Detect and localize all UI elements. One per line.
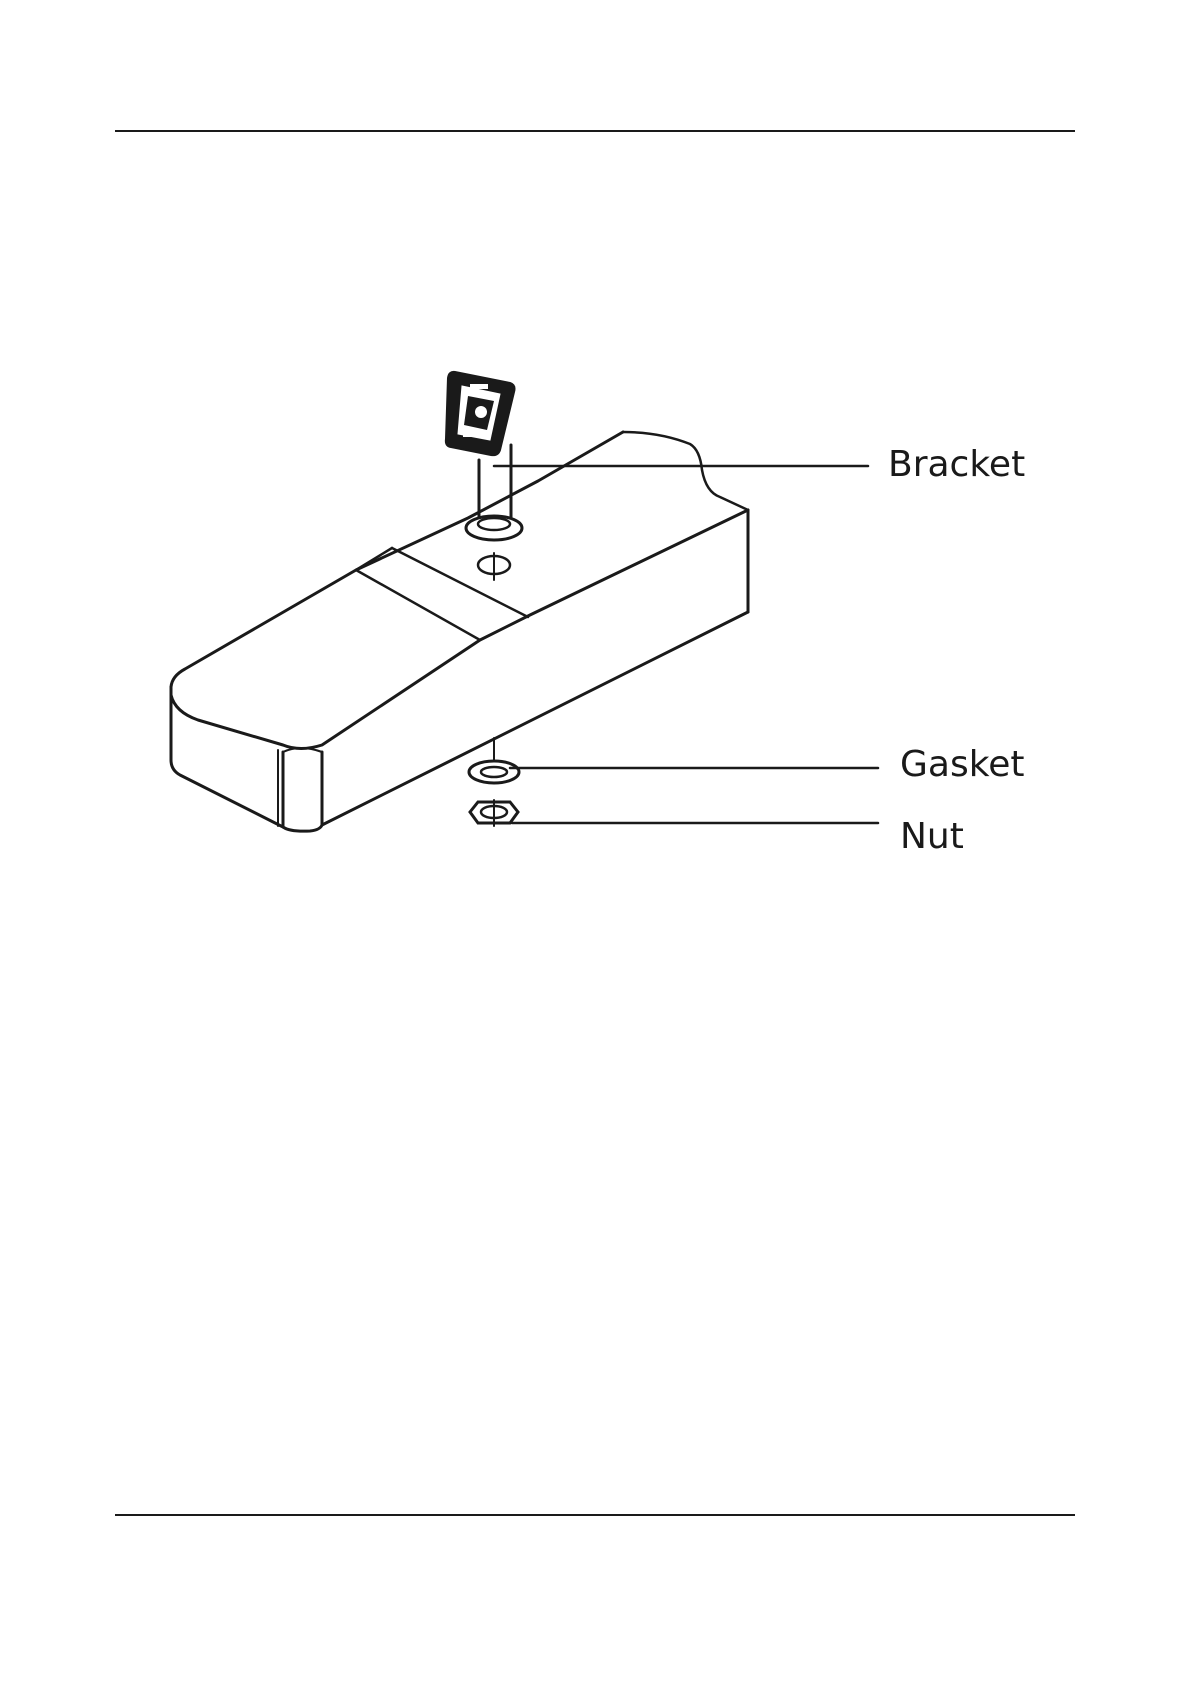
gasket-label: Gasket — [900, 744, 1025, 785]
mount-base — [171, 432, 748, 831]
bracket — [446, 372, 522, 580]
bracket-label: Bracket — [888, 444, 1025, 485]
gasket-icon — [469, 761, 519, 783]
footer-rule — [115, 1514, 1075, 1516]
nut-label: Nut — [900, 816, 964, 857]
fasteners — [469, 738, 519, 826]
